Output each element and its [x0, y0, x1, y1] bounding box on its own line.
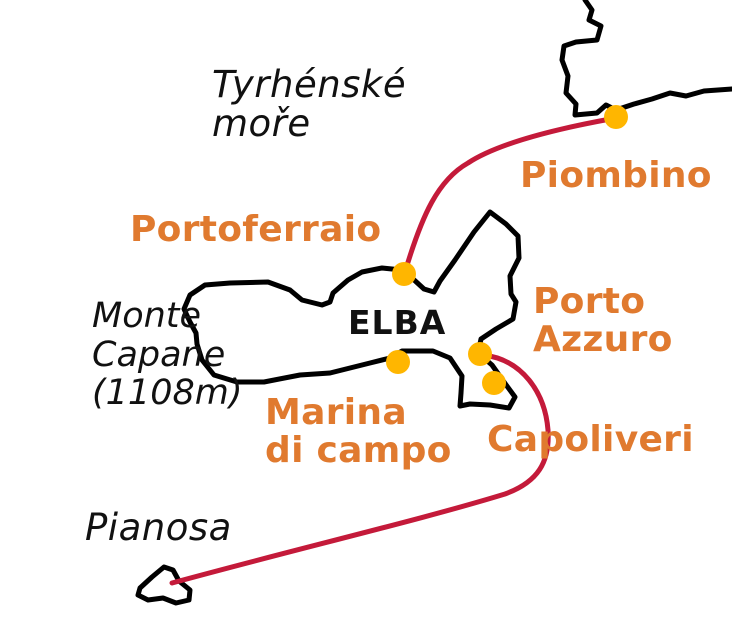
mainland-coastline: [559, 0, 732, 118]
island-label-elba: ELBA: [348, 303, 447, 342]
portoferraio-dot: [392, 262, 416, 286]
sea-label: Tyrhénské moře: [212, 63, 407, 145]
portoferraio-label: Portoferraio: [130, 209, 382, 250]
marina-di-campo-label: Marina di campo: [265, 392, 452, 471]
capoliveri-label: Capoliveri: [487, 419, 694, 460]
marina-di-campo-dot: [386, 350, 410, 374]
peak-label-monte-capane: Monte Capane (1108m): [92, 296, 243, 413]
porto-azzurro-label: Porto Azzuro: [533, 281, 673, 360]
elba-coastline: [181, 209, 522, 411]
ferry-route-porto-azzurro-pianosa: [169, 352, 551, 586]
pianosa-label: Pianosa: [85, 506, 232, 549]
piombino-dot: [604, 105, 628, 129]
capoliveri-dot: [482, 371, 506, 395]
piombino-label: Piombino: [520, 155, 712, 196]
ferry-route-piombino-portoferraio: [402, 115, 619, 275]
porto-azzurro-dot: [468, 342, 492, 366]
pianosa-coastline: [135, 564, 193, 606]
